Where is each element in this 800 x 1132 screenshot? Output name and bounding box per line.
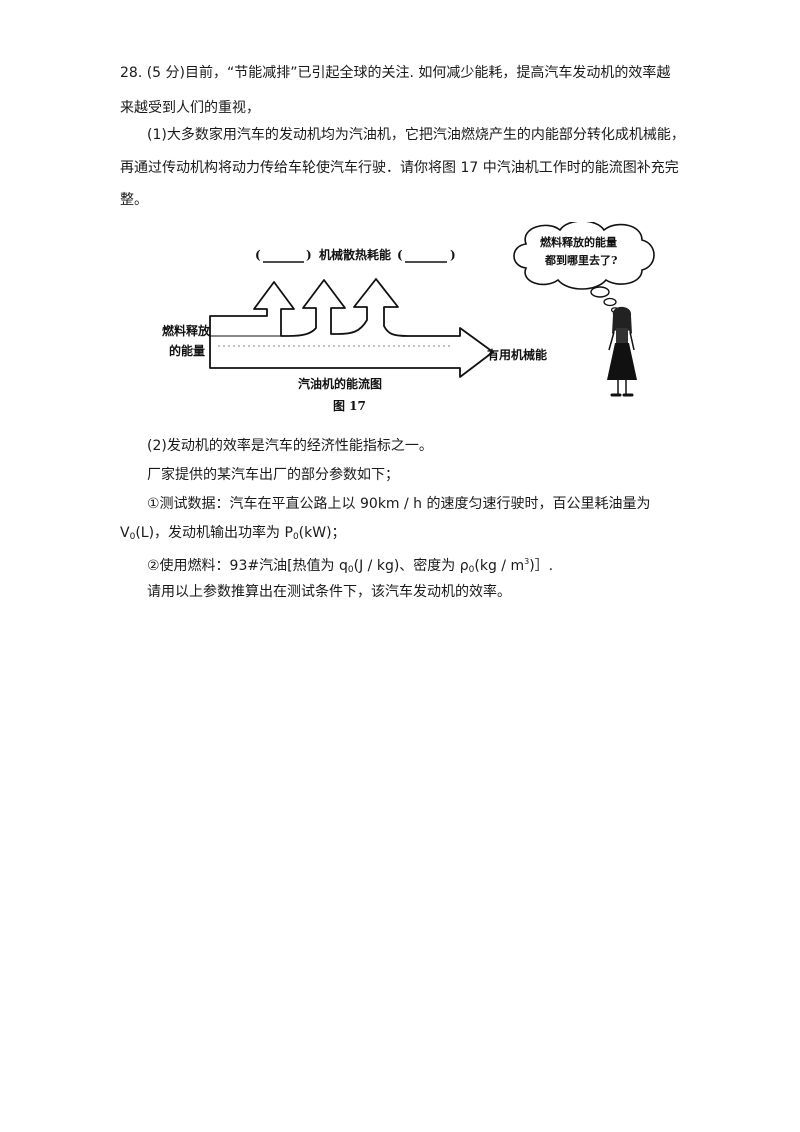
param2-rho-subscript: 0 <box>468 565 475 575</box>
param2-fuel-text: ②使用燃料：93#汽油[热值为 q <box>147 558 348 574</box>
thought-dot-medium <box>603 297 617 307</box>
param1-power-text: (L)，发动机输出功率为 P <box>135 525 293 541</box>
param2-q-subscript: 0 <box>347 565 354 575</box>
blank-right-open: ( <box>397 248 403 262</box>
blank-right-close: ) <box>450 248 456 262</box>
energy-flow-figure: ( ) 机械散热耗能 ( ) 燃料释放 的能量 有用机械能 汽油机的能流图 图 … <box>162 222 655 413</box>
thought-line2: 都到哪里去了? <box>544 253 617 267</box>
part1-line3: 整。 <box>120 192 148 208</box>
thought-dot-large <box>590 286 610 298</box>
figure-number: 图 17 <box>333 399 366 413</box>
param2-line: ②使用燃料：93#汽油[热值为 q0(J / kg)、密度为 ρ0(kg / m… <box>147 552 553 580</box>
param1-power-unit: (kW)； <box>298 525 346 541</box>
blank-left-close: ) <box>306 248 312 262</box>
question-intro-line2: 来越受到人们的重视， <box>120 100 260 116</box>
final-question-line: 请用以上参数推算出在测试条件下，该汽车发动机的效率。 <box>147 584 511 600</box>
output-label: 有用机械能 <box>487 347 547 362</box>
part1-line2: 再通过传动机构将动力传给车轮使汽车行驶．请你将图 17 中汽油机工作时的能流图补… <box>120 160 679 176</box>
diagram-title: 汽油机的能流图 <box>298 376 382 391</box>
question-intro-line1: 28. (5 分)目前，“节能减排”已引起全球的关注. 如何减少能耗，提高汽车发… <box>120 65 671 81</box>
param1-v-subscript: 0 <box>129 532 136 542</box>
girl-illustration <box>607 306 637 397</box>
param1-v-symbol: V <box>120 525 130 541</box>
thought-bubble <box>513 222 655 290</box>
param2-closing: )］. <box>529 558 554 574</box>
part2-line1: (2)发动机的效率是汽车的经济性能指标之一。 <box>147 438 433 454</box>
thought-line1: 燃料释放的能量 <box>539 235 617 249</box>
param2-cubic-superscript: 3 <box>524 557 530 566</box>
source-label-line1: 燃料释放 <box>162 323 211 338</box>
part2-line2: 厂家提供的某汽车出厂的部分参数如下； <box>147 467 399 483</box>
param2-density-unit: (kg / m <box>474 558 525 574</box>
param2-density-text: (J / kg)、密度为 ρ <box>353 558 469 574</box>
source-label-line2: 的能量 <box>169 343 205 358</box>
blank-left-open: ( <box>255 248 261 262</box>
param1-line2: V0(L)，发动机输出功率为 P0(kW)； <box>120 523 346 547</box>
param1-line1: ①测试数据：汽车在平直公路上以 90km / h 的速度匀速行驶时，百公里耗油量… <box>147 496 651 512</box>
part1-line1: (1)大多数家用汽车的发动机均为汽油机，它把汽油燃烧产生的内能部分转化成机械能， <box>147 127 685 143</box>
flow-band-outline <box>209 278 494 378</box>
middle-loss-label: 机械散热耗能 <box>319 247 391 262</box>
param1-p-subscript: 0 <box>292 532 299 542</box>
